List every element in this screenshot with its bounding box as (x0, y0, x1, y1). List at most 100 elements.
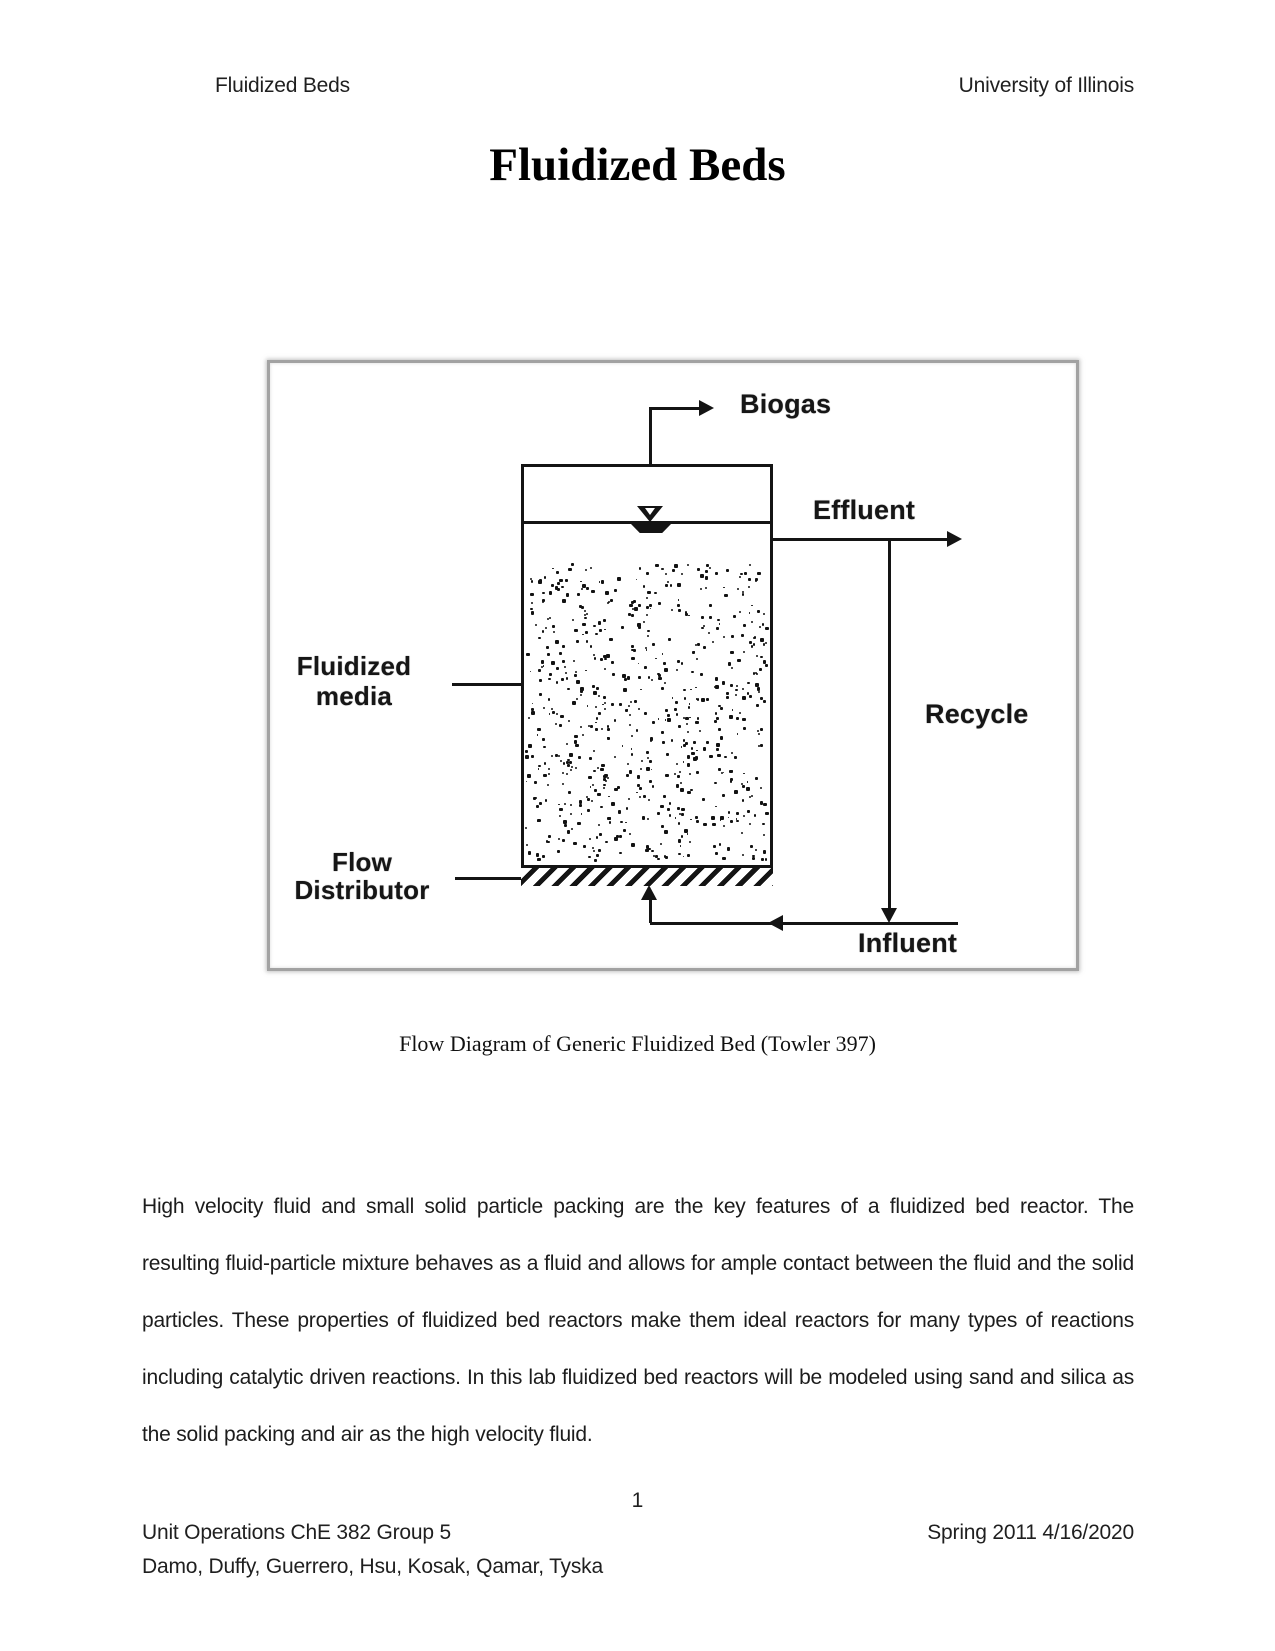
stipple-dot (663, 795, 667, 799)
stipple-dot (567, 719, 570, 722)
stipple-dot (688, 702, 691, 705)
stipple-dot (552, 630, 555, 633)
stipple-dot (598, 695, 601, 698)
stipple-dot (592, 849, 595, 852)
stipple-dot (534, 797, 537, 800)
stipple-dot (646, 606, 650, 609)
stipple-dot (546, 840, 550, 844)
stipple-dot (580, 690, 584, 694)
effluent-arrowhead-icon (947, 531, 962, 547)
stipple-dot (606, 727, 610, 732)
stipple-dot (567, 763, 571, 768)
stipple-dot (616, 785, 621, 790)
stipple-dot (555, 712, 559, 716)
stipple-dot (667, 808, 670, 811)
stipple-dot (614, 837, 618, 841)
stipple-dot (638, 603, 642, 607)
stipple-dot (664, 583, 668, 587)
stipple-dot (548, 698, 551, 701)
stipple-dot (647, 629, 651, 633)
stipple-dot (626, 708, 629, 711)
stipple-dot (761, 858, 764, 862)
footer-authors: Damo, Duffy, Guerrero, Hsu, Kosak, Qamar… (142, 1555, 603, 1578)
stipple-dot (645, 646, 648, 649)
stipple-dot (543, 707, 545, 710)
stipple-dot (691, 670, 694, 674)
stipple-dot (550, 707, 554, 711)
stipple-dot (753, 814, 757, 817)
stipple-dot (734, 694, 737, 697)
stipple-dot (735, 716, 740, 720)
stipple-dot (557, 803, 560, 806)
figure-flow-diagram: Biogas Effluent Recycle Influent Fluidiz… (267, 360, 1079, 971)
stipple-dot (552, 710, 556, 714)
stipple-dot (547, 772, 550, 775)
stipple-dot (652, 855, 655, 858)
stipple-dot (585, 568, 588, 571)
stipple-dot (682, 761, 685, 764)
stipple-dot (548, 767, 551, 770)
stipple-dot (714, 720, 717, 723)
stipple-dot (581, 588, 584, 591)
stipple-dot (595, 721, 597, 724)
stipple-dot (762, 644, 765, 647)
stipple-dot (759, 727, 763, 732)
liquid-level-icon-inner (645, 508, 655, 515)
stipple-dot (666, 581, 669, 584)
stipple-dot (602, 618, 606, 622)
stipple-dot (536, 734, 539, 736)
stipple-dot (676, 660, 680, 664)
stipple-dot (531, 708, 534, 711)
stipple-dot (729, 819, 733, 824)
stipple-dot (640, 688, 642, 691)
stipple-dot (639, 786, 643, 790)
stipple-dot (665, 856, 668, 859)
stipple-dot (597, 824, 601, 827)
stipple-dot (543, 745, 547, 749)
stipple-dot (588, 855, 591, 859)
biogas-arrowhead-icon (699, 400, 714, 416)
stipple-dot (598, 833, 603, 837)
label-biogas: Biogas (740, 389, 832, 419)
stipple-dot (547, 783, 550, 787)
stipple-dot (726, 568, 730, 572)
stipple-dot (609, 637, 613, 641)
stipple-dot (525, 780, 528, 783)
stipple-dot (629, 700, 632, 703)
stipple-dot (671, 697, 674, 699)
stipple-dot (674, 816, 677, 819)
stipple-dot (574, 628, 579, 633)
stipple-dot (749, 563, 751, 566)
stipple-dot (670, 738, 674, 742)
stipple-dot (711, 816, 715, 820)
stipple-dot (635, 729, 638, 732)
stipple-dot (649, 607, 652, 610)
stipple-dot (645, 750, 650, 755)
stipple-dot (630, 753, 634, 756)
stipple-dot (594, 705, 598, 708)
stipple-dot (703, 822, 707, 826)
stipple-dot (625, 774, 629, 778)
stipple-dot (679, 781, 682, 784)
recycle-pipe (888, 538, 891, 909)
stipple-dot (618, 834, 622, 838)
fluidized-media-stipple (524, 563, 770, 863)
stipple-dot (539, 802, 543, 806)
header-running-title: Fluidized Beds (215, 74, 350, 97)
stipple-dot (762, 823, 765, 826)
label-flow-distributor-line1: Flow (331, 847, 392, 877)
stipple-dot (713, 685, 717, 689)
stipple-dot (528, 744, 533, 748)
stipple-dot (740, 572, 743, 576)
stipple-dot (676, 763, 679, 766)
stipple-dot (592, 624, 596, 628)
stipple-dot (600, 767, 605, 772)
stipple-dot (556, 571, 559, 574)
stipple-dot (637, 784, 640, 788)
stipple-dot (707, 631, 710, 634)
stipple-dot (580, 686, 584, 691)
flow-distributor-strip (521, 865, 773, 886)
stipple-dot (670, 608, 673, 612)
stipple-dot (565, 593, 570, 597)
stipple-dot (623, 678, 627, 681)
